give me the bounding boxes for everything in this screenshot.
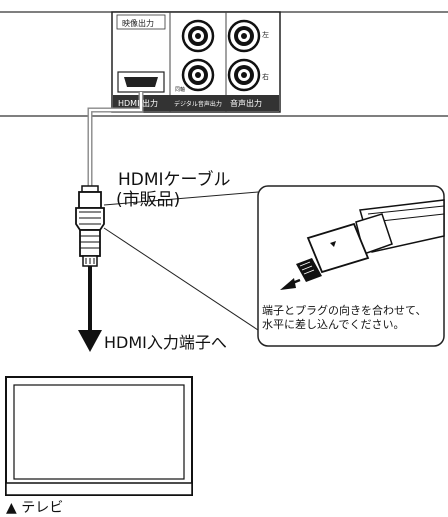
insertion-note-line-1: 端子とプラグの向きを合わせて、	[262, 304, 427, 317]
digital-audio-out-label: デジタル音声出力	[174, 101, 222, 108]
callout-line-bottom	[103, 227, 259, 331]
tv-icon	[5, 376, 193, 496]
rca-jack-video	[181, 19, 215, 53]
tv-label: ▲ テレビ	[6, 500, 64, 516]
cable-subtitle: (市販品)	[116, 190, 181, 210]
audio-out-label: 音声出力	[230, 99, 262, 108]
hdmi-plug-vertical	[75, 185, 105, 267]
hdmi-out-label: HDMI 出力	[118, 99, 158, 108]
destination-label: HDMI入力端子へ	[104, 333, 227, 352]
callout-line-top	[103, 191, 259, 206]
video-out-label: 映像出力	[122, 19, 154, 28]
insertion-note-line-2: 水平に差し込んでください。	[262, 318, 405, 331]
coax-label: 同軸	[175, 87, 186, 93]
right-channel-label: 右	[262, 73, 269, 81]
video-out-label-box	[116, 14, 166, 30]
cable-title: HDMIケーブル	[118, 170, 231, 190]
down-arrow-head	[78, 330, 102, 352]
rca-jack-audio-left	[227, 19, 261, 53]
hdmi-port	[117, 71, 165, 93]
left-channel-label: 左	[262, 31, 269, 39]
rca-jack-coax	[181, 58, 215, 92]
hdmi-plug-detail	[296, 199, 445, 282]
rca-jack-audio-right	[227, 58, 261, 92]
panel-label-strip	[113, 95, 279, 111]
insert-direction-arrow	[280, 278, 301, 290]
